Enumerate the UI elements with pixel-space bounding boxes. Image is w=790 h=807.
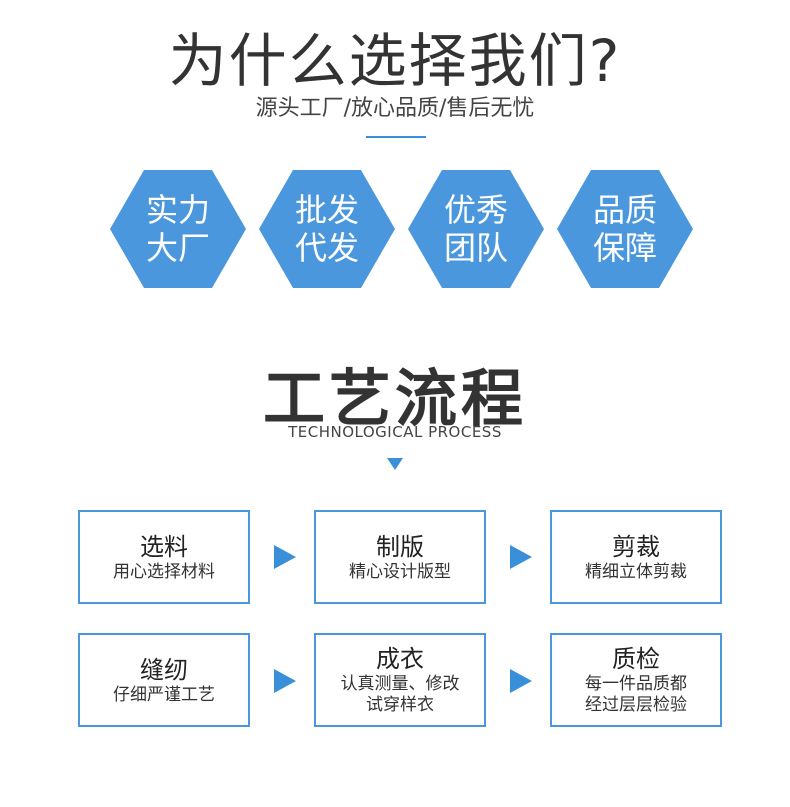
title-divider <box>366 136 426 138</box>
process-step-cutting: 剪裁 精细立体剪裁 <box>550 510 722 604</box>
feature-hexagon-wholesale: 批发 代发 <box>259 170 395 288</box>
process-title: 工艺流程 <box>262 362 527 435</box>
arrow-right-icon <box>274 669 296 693</box>
step-description: 认真测量、修改 试穿样衣 <box>340 674 460 715</box>
page-subtitle: 源头工厂/放心品质/售后无忧 <box>255 96 535 121</box>
process-step-garment: 成衣 认真测量、修改 试穿样衣 <box>314 633 486 727</box>
step-title: 选料 <box>140 532 188 561</box>
feature-hexagon-strength: 实力 大厂 <box>110 170 246 288</box>
step-description: 精细立体剪裁 <box>585 561 687 582</box>
feature-line1: 品质 <box>592 191 657 229</box>
step-description: 用心选择材料 <box>113 561 215 582</box>
feature-line1: 优秀 <box>443 191 508 229</box>
step-description: 每一件品质都 经过层层检验 <box>585 674 687 715</box>
feature-line1: 实力 <box>145 191 210 229</box>
process-step-inspection: 质检 每一件品质都 经过层层检验 <box>550 633 722 727</box>
feature-hexagon-quality: 品质 保障 <box>557 170 693 288</box>
step-title: 质检 <box>612 645 660 673</box>
feature-line1: 批发 <box>294 191 359 229</box>
process-subtitle: TECHNOLOGICAL PROCESS <box>288 423 502 441</box>
arrow-right-icon <box>510 669 532 693</box>
arrow-right-icon <box>274 545 296 569</box>
feature-line2: 保障 <box>592 229 657 267</box>
down-arrow-icon <box>387 458 403 470</box>
step-title: 剪裁 <box>612 532 660 561</box>
process-step-pattern: 制版 精心设计版型 <box>314 510 486 604</box>
feature-line2: 团队 <box>443 229 508 267</box>
step-title: 成衣 <box>376 645 424 673</box>
process-step-sewing: 缝纫 仔细严谨工艺 <box>78 633 250 727</box>
process-step-material: 选料 用心选择材料 <box>78 510 250 604</box>
feature-hexagon-team: 优秀 团队 <box>408 170 544 288</box>
feature-line2: 大厂 <box>145 229 210 267</box>
step-description: 精心设计版型 <box>349 561 451 582</box>
step-title: 制版 <box>376 532 424 561</box>
step-title: 缝纫 <box>140 655 188 684</box>
arrow-right-icon <box>510 545 532 569</box>
step-description: 仔细严谨工艺 <box>113 684 215 705</box>
page-title: 为什么选择我们? <box>168 27 622 95</box>
feature-line2: 代发 <box>294 229 359 267</box>
